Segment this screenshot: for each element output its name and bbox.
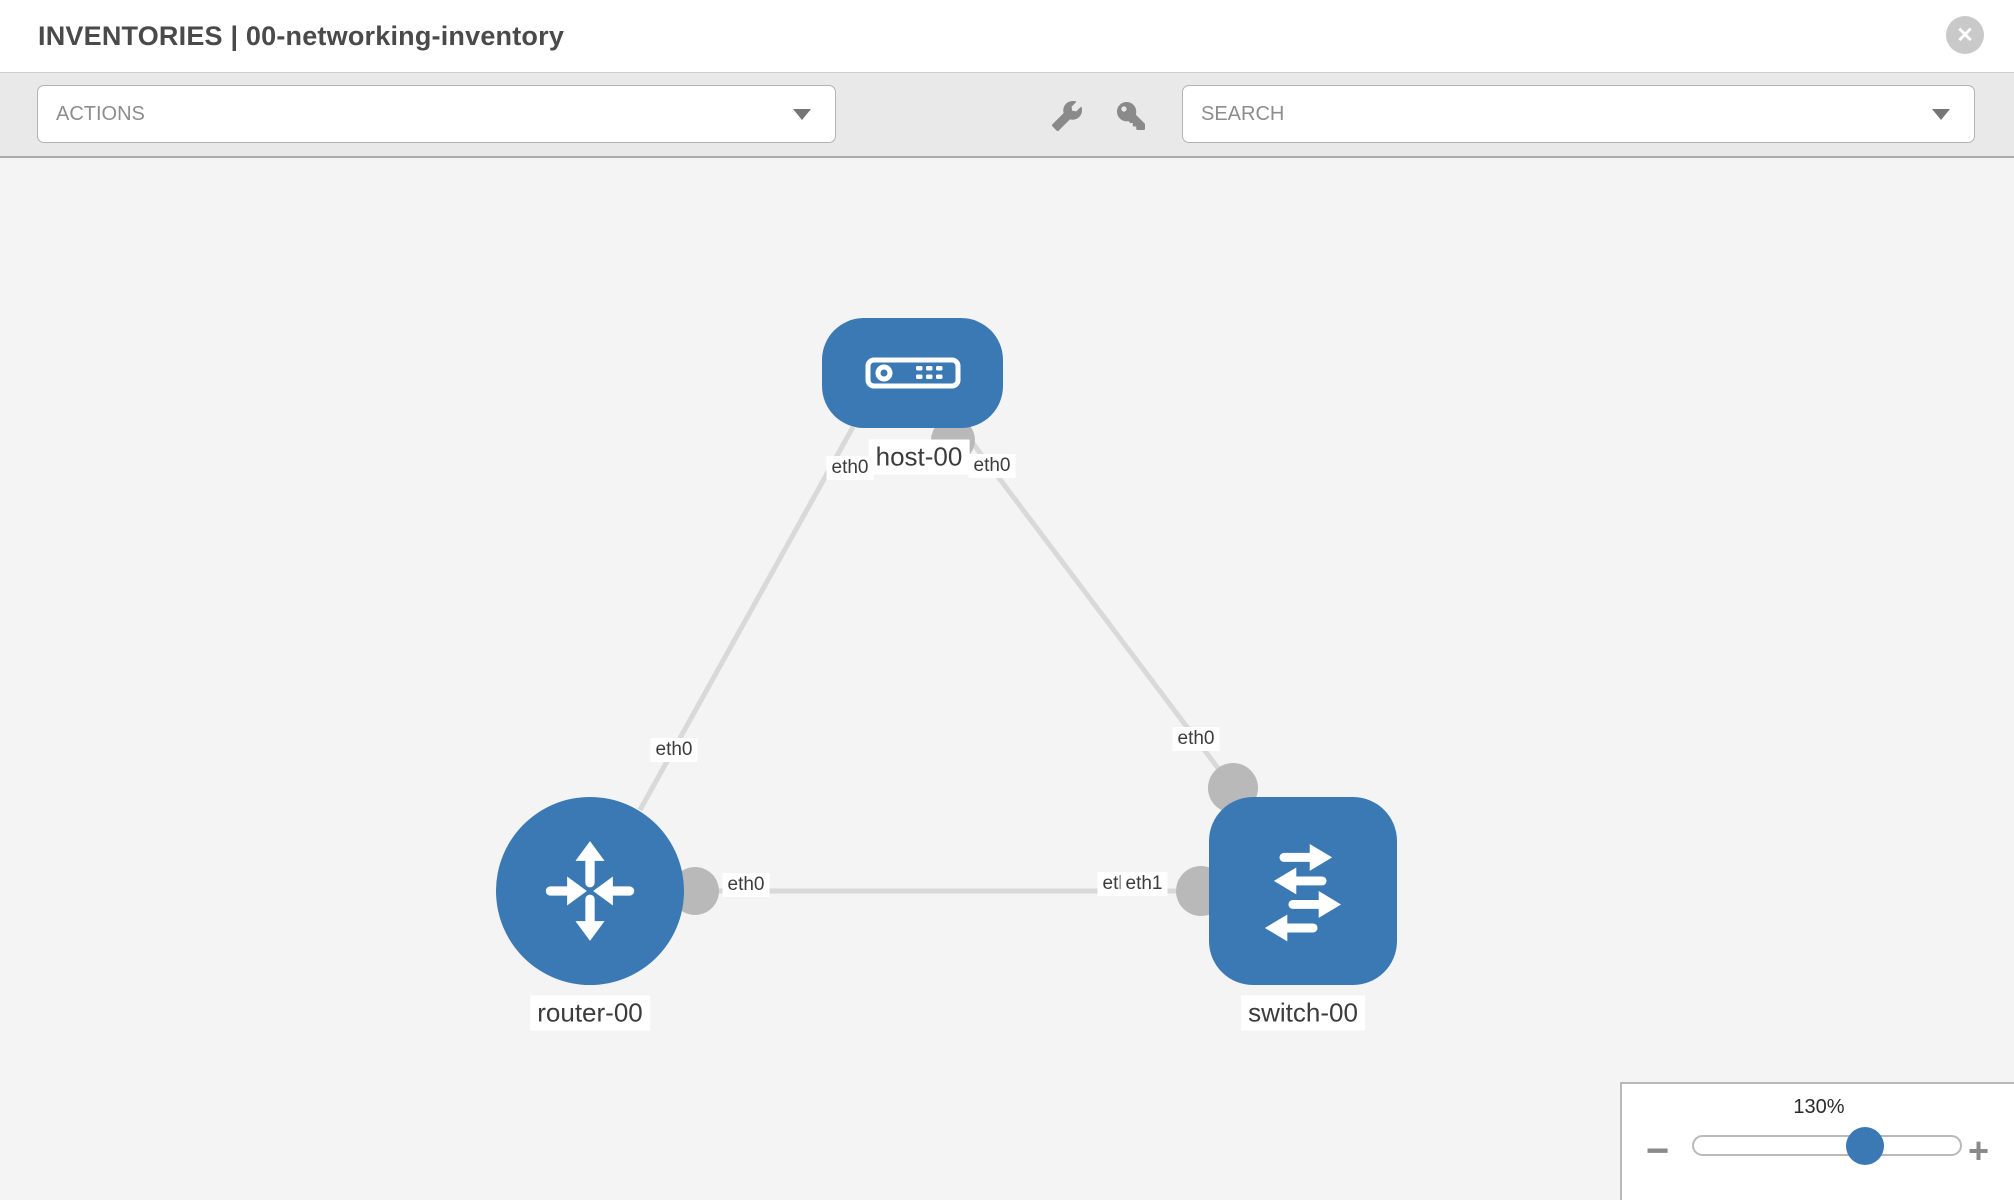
credentials-button[interactable] [1110, 95, 1152, 137]
node-label-switch: switch-00 [1241, 995, 1365, 1031]
close-icon: ✕ [1956, 23, 1974, 47]
zoom-slider-thumb[interactable] [1845, 1126, 1884, 1165]
interface-label-host-to-router: eth0 [826, 456, 874, 480]
configure-button[interactable] [1046, 95, 1088, 137]
actions-dropdown[interactable]: ACTIONS [37, 85, 836, 143]
interface-label-switch-to-host: eth0 [1172, 727, 1220, 751]
node-label-host: host-00 [868, 439, 970, 475]
node-host-00[interactable] [822, 318, 1003, 428]
wrench-icon [1052, 101, 1082, 131]
switch-arrows-icon [1264, 843, 1342, 942]
search-dropdown-label: SEARCH [1201, 102, 1285, 125]
key-icon [1117, 102, 1145, 130]
zoom-level: 130% [1793, 1096, 1845, 1118]
close-button[interactable]: ✕ [1946, 16, 1984, 54]
page-header: INVENTORIES | 00-networking-inventory ✕ [0, 0, 2014, 72]
zoom-out-button[interactable]: − [1646, 1129, 1670, 1173]
chevron-down-icon [1932, 109, 1950, 120]
node-router-00[interactable] [496, 797, 684, 985]
search-dropdown[interactable]: SEARCH [1182, 85, 1975, 143]
router-arrows-icon [545, 841, 635, 941]
zoom-in-button[interactable]: + [1968, 1130, 1990, 1171]
interface-label-router-to-host: eth0 [650, 738, 698, 762]
node-switch-00[interactable] [1209, 797, 1397, 985]
zoom-slider-track[interactable] [1692, 1126, 1962, 1165]
zoom-panel: 130% − + [1620, 1082, 2014, 1200]
node-label-router: router-00 [530, 995, 650, 1031]
server-icon [865, 357, 960, 389]
interface-label-router-to-switch: eth0 [722, 873, 770, 897]
interface-label-switch-to-router: eth1 [1120, 872, 1168, 896]
interface-label-host-to-switch: eth0 [968, 454, 1016, 478]
actions-dropdown-label: ACTIONS [56, 102, 145, 125]
chevron-down-icon [793, 109, 811, 120]
toolbar: ACTIONS SEARCH [0, 72, 2014, 158]
page-title: INVENTORIES | 00-networking-inventory [38, 21, 565, 51]
